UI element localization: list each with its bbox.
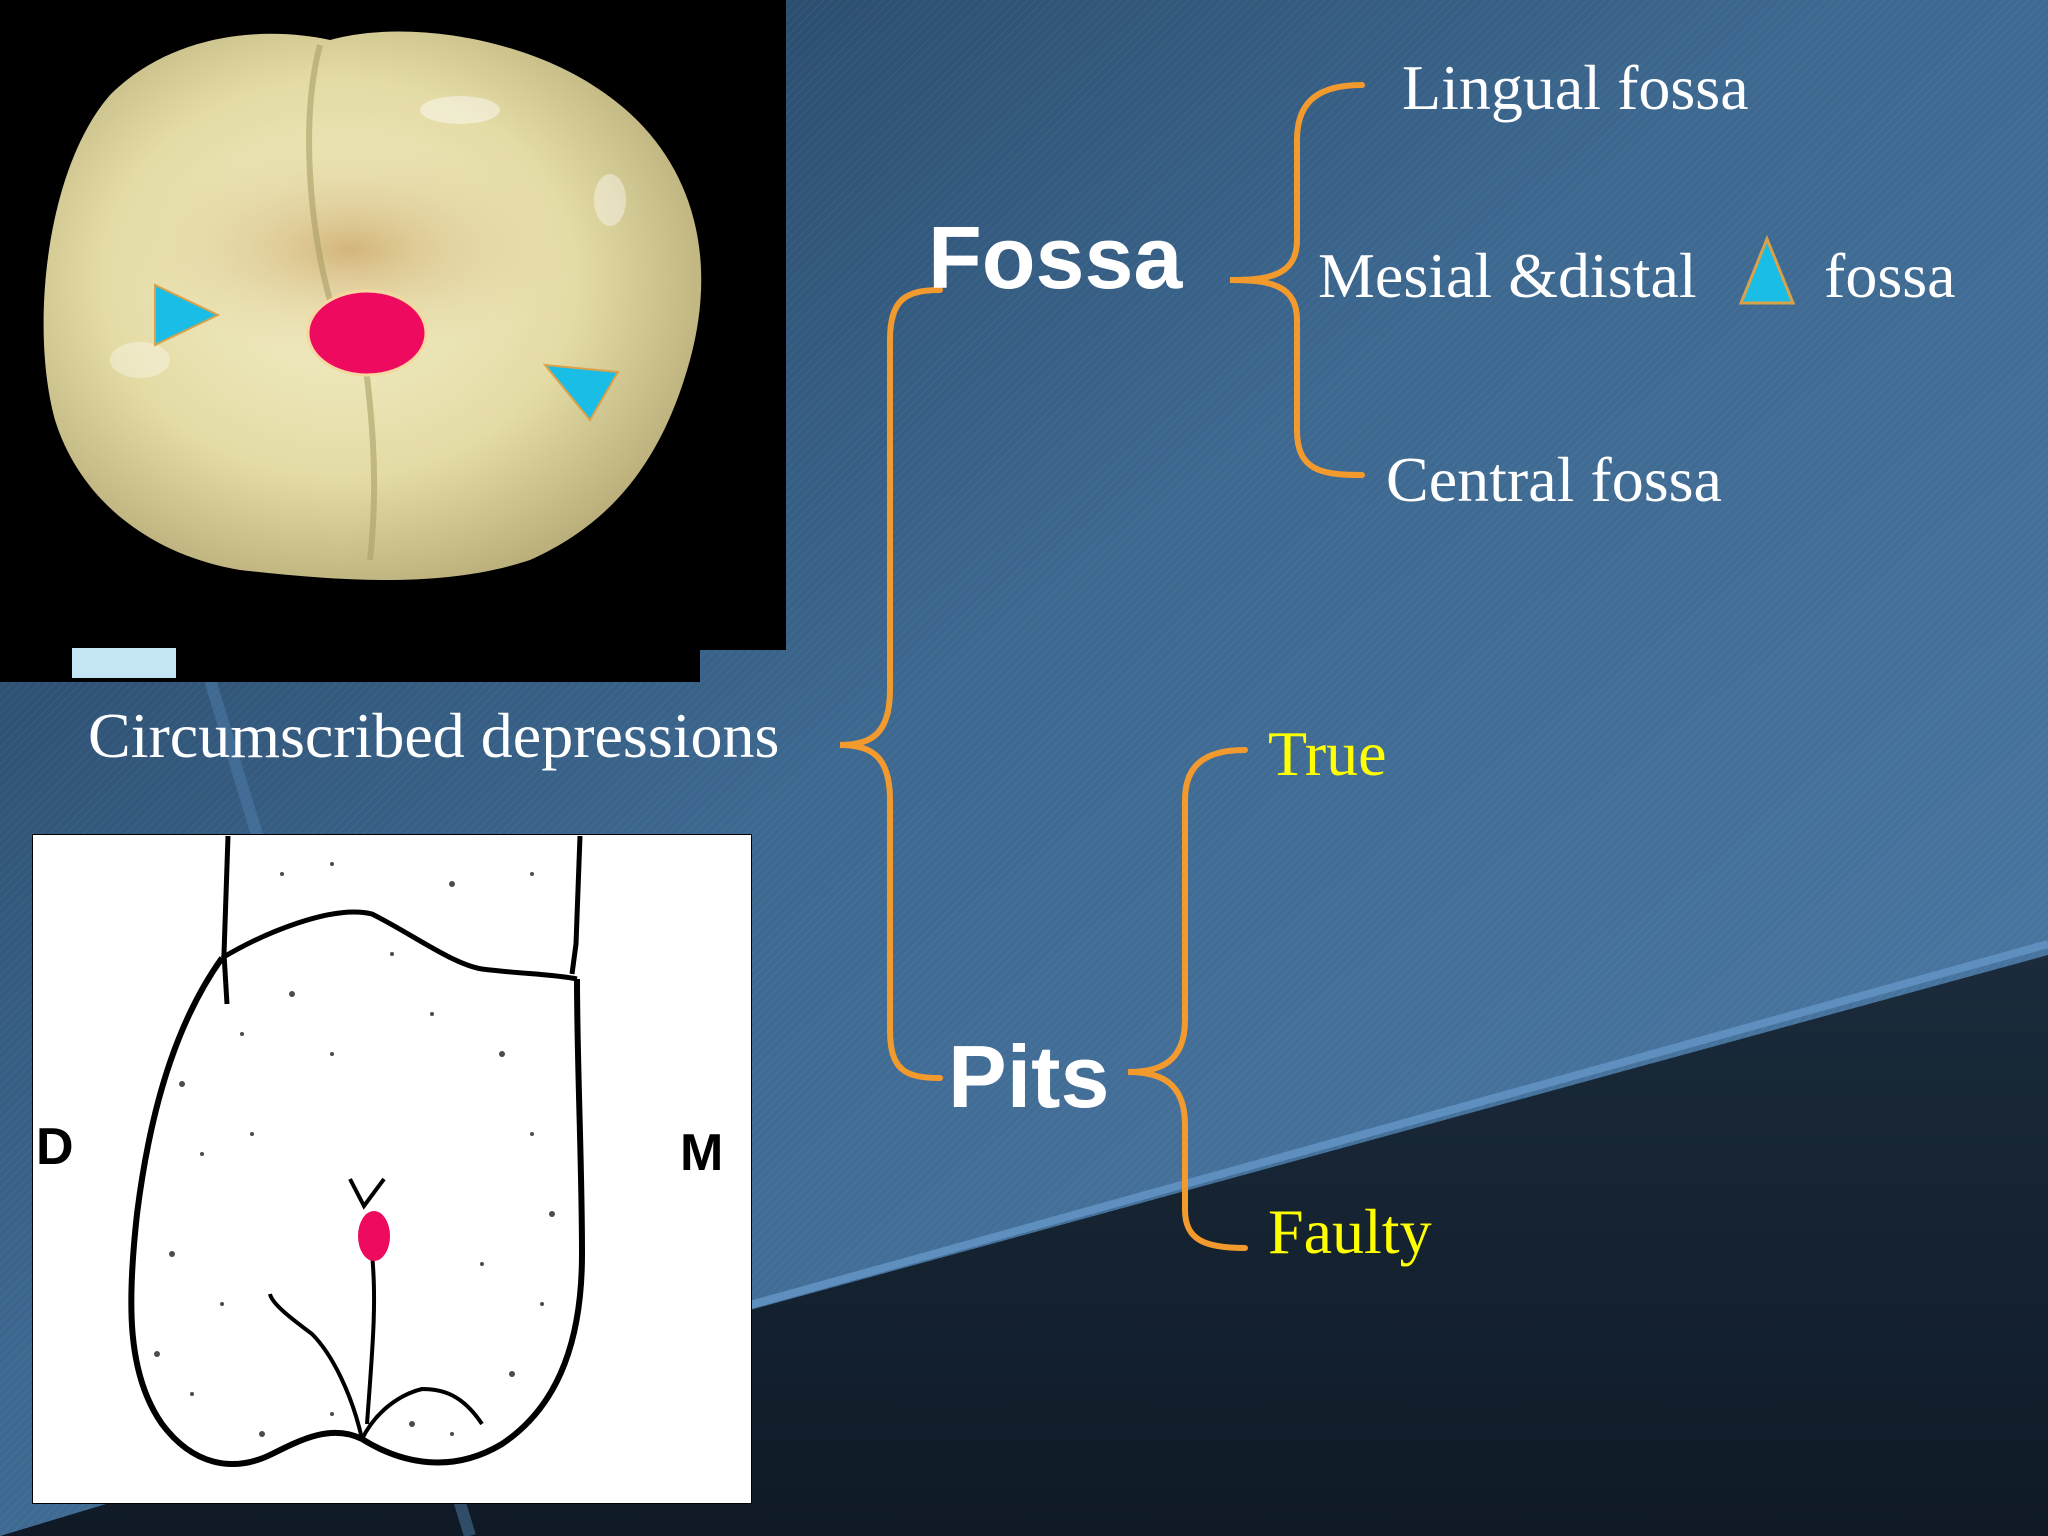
tooth-occlusal-photo: [0, 0, 786, 682]
distal-fossa-marker-icon: [542, 363, 620, 422]
root-label: Circumscribed depressions: [88, 700, 780, 771]
pits-bracket: [1127, 747, 1248, 1251]
mesial-distal-label: Mesial &distal: [1318, 240, 1697, 311]
central-fossa-marker-icon: [306, 289, 428, 377]
pit-marker-icon: [358, 1211, 390, 1261]
root-bracket: [839, 287, 943, 1081]
mesial-distal-fossa-label: fossa: [1824, 240, 1956, 311]
branch-pits-label: Pits: [948, 1027, 1110, 1126]
true-pit-label: True: [1268, 718, 1387, 789]
distal-label: D: [36, 1118, 74, 1176]
faulty-pit-label: Faulty: [1268, 1196, 1432, 1267]
fossa-bracket: [1229, 82, 1365, 478]
lingual-fossa-label: Lingual fossa: [1402, 52, 1749, 123]
branch-fossa-label: Fossa: [928, 208, 1183, 307]
mesial-fossa-marker-icon: [154, 283, 221, 347]
central-fossa-label: Central fossa: [1386, 444, 1722, 515]
mesial-label: M: [680, 1124, 723, 1182]
scale-bar: [72, 648, 176, 678]
tooth-lingual-drawing: D M: [32, 834, 752, 1504]
triangle-fossa-icon: [1738, 235, 1796, 305]
